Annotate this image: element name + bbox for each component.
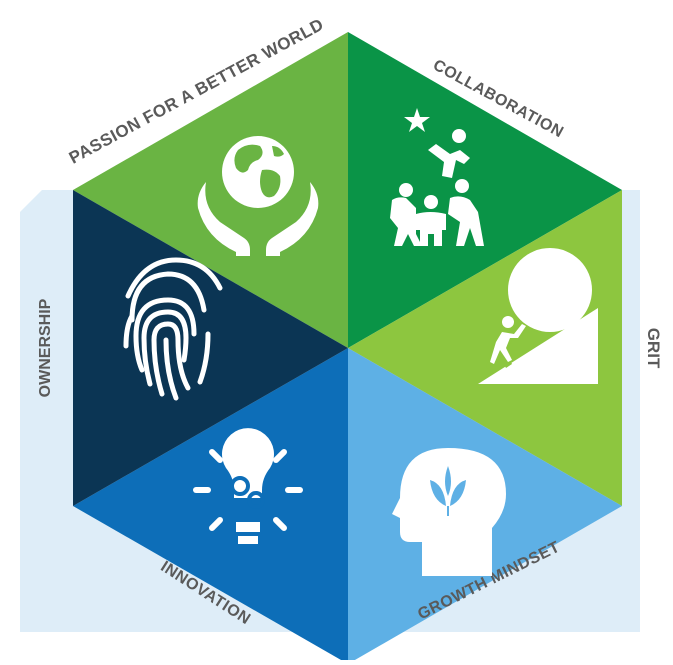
globe-in-hands-icon xyxy=(197,136,319,256)
segment-passion xyxy=(73,32,348,348)
team-reaching-star-icon xyxy=(390,108,484,246)
segment-innovation xyxy=(73,348,348,664)
person-pushing-boulder-icon xyxy=(478,248,598,384)
label-ownership: OWNERSHIP xyxy=(37,298,54,397)
label-grit: GRIT xyxy=(644,328,663,369)
fingerprint-icon xyxy=(123,257,223,401)
lightbulb-gears-icon xyxy=(193,428,303,544)
segment-ownership xyxy=(73,190,348,506)
head-with-sprout-icon xyxy=(392,448,506,576)
